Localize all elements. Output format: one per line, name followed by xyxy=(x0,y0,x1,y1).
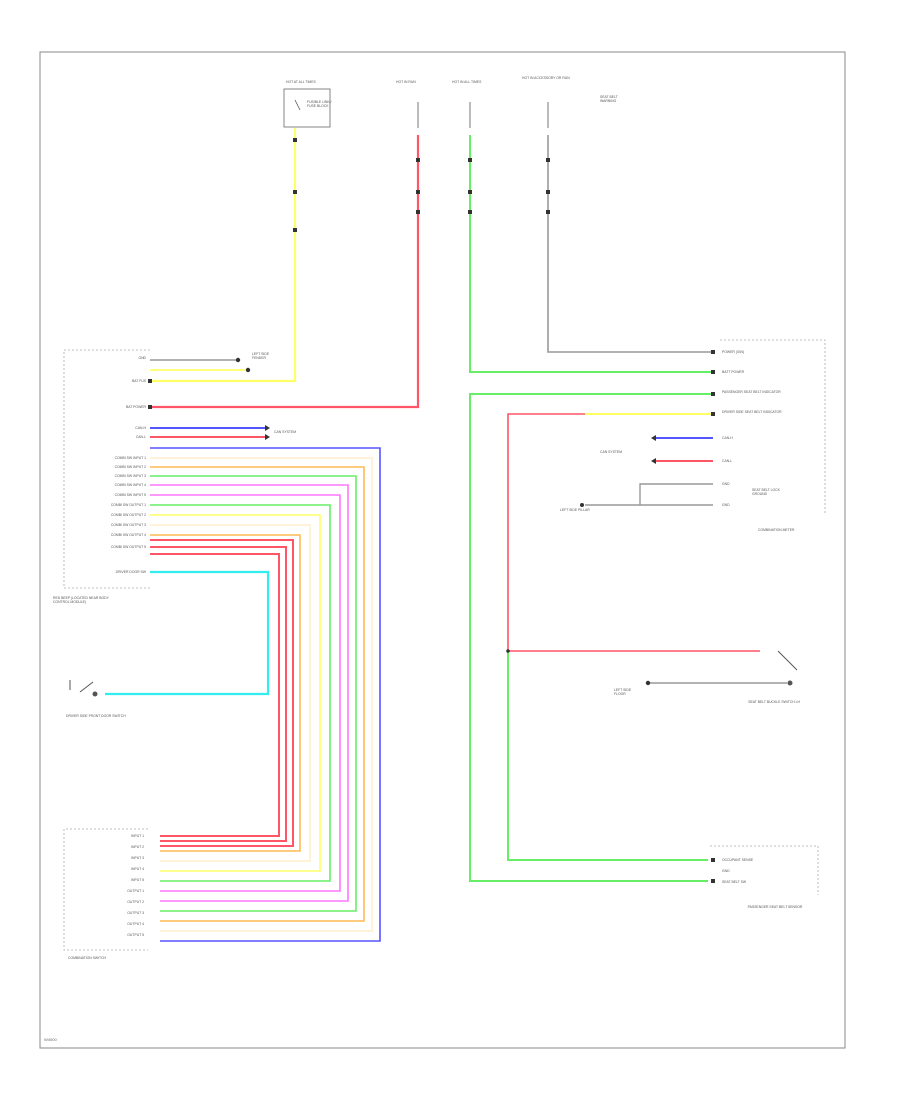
bcm-pin-label: COMBI SW INPUT 3 xyxy=(114,474,146,478)
bcm-can-label: CAN SYSTEM xyxy=(274,430,297,434)
meter-can-label: CAN SYSTEM xyxy=(600,450,623,454)
bcm-pin-label: CAN-L xyxy=(135,435,146,439)
sensor-pin-label: OCCUPANT SENSE xyxy=(722,858,754,862)
buckle-switch-symbol xyxy=(777,650,798,686)
meter-ground-label: SEAT BELT LOCK GROUND xyxy=(752,488,780,497)
combination-switch-title: COMBINATION SWITCH xyxy=(68,956,106,960)
bcm-pin-label: COMBI SW INPUT 1 xyxy=(114,456,146,460)
wire-red-run xyxy=(150,135,420,409)
combi-sw-pin-label: OUTPUT 2 xyxy=(127,900,144,904)
bcm-pin-label: COMBI SW INPUT 2 xyxy=(114,465,146,469)
buckle-switch-title: SEAT BELT BUCKLE SWITCH LH xyxy=(748,700,800,704)
combi-sw-pin-label: INPUT 1 xyxy=(131,834,144,838)
fuse-label-3: HOT IN ALL TIMES xyxy=(452,80,482,84)
sensor-pin-label: GND xyxy=(722,869,730,873)
door-switch-symbol xyxy=(69,680,98,697)
meter-pin-label: POWER (IGN) xyxy=(722,350,745,354)
wire-gray-acc xyxy=(547,135,713,353)
fuse-label-2: HOT IN RUN xyxy=(396,80,416,84)
fuse-switch-symbols xyxy=(294,99,549,128)
meter-pin-label: CAN-H xyxy=(722,436,733,440)
combination-switch-outline xyxy=(63,828,148,951)
combi-sw-pin-label: INPUT 2 xyxy=(131,845,144,849)
bcm-pin-label: COMBI SW OUTPUT 2 xyxy=(110,513,146,517)
fuse-block-box xyxy=(283,88,331,128)
combi-sw-pin-label: OUTPUT 3 xyxy=(127,911,144,915)
pin-dots xyxy=(148,350,715,883)
sensor-outline xyxy=(710,845,819,895)
sensor-pin-label: SEAT BELT SW xyxy=(722,880,747,884)
bcm-pin-label: GND xyxy=(138,356,146,360)
bcm-pin-label: COMBI SW OUTPUT 5 xyxy=(110,545,146,549)
fuse-label-1-body: FUSIBLE LINK / FUSE BLOCK xyxy=(307,100,332,109)
bcm-pin-label: DRIVER DOOR SW xyxy=(115,570,146,574)
wire-green-inner xyxy=(507,651,708,861)
bcm-pin-label: COMBI SW INPUT 5 xyxy=(114,493,146,497)
bcm-pin-label: COMBI SW INPUT 4 xyxy=(114,483,146,487)
combi-sw-pin-label: INPUT 3 xyxy=(131,856,144,860)
combi-sw-pin-label: INPUT 4 xyxy=(131,867,144,871)
bcm-pin-label: COMBI SW OUTPUT 4 xyxy=(110,533,146,537)
bcm-pin-label: BAT POWER xyxy=(125,405,146,409)
occupant-sensor-title: PASSENGER SEAT BELT SENSOR xyxy=(747,905,803,909)
ground-symbols xyxy=(235,357,651,686)
combination-meter-outline xyxy=(720,339,826,515)
diagram-border xyxy=(39,51,846,1049)
combi-sw-pin-label: OUTPUT 1 xyxy=(127,889,144,893)
combination-meter-title: COMBINATION METER xyxy=(758,528,795,532)
combi-sw-pin-label: OUTPUT 4 xyxy=(127,922,144,926)
bcm-pin-label: COMBI SW OUTPUT 1 xyxy=(110,503,146,507)
bcm-pin-label: BAT FUS xyxy=(131,379,146,383)
meter-pin-label: GND xyxy=(722,482,730,486)
wire-yellow-bat xyxy=(150,128,297,383)
fuse-label-4: HOT IN ACCESSORY OR RUN xyxy=(522,76,570,80)
fuse-label-5: SEAT BELT WARNING xyxy=(600,95,618,104)
wire-red-meter-buckle xyxy=(507,413,760,652)
wire-green-meter-sensor xyxy=(469,393,713,882)
wire-green-batt xyxy=(469,135,713,373)
combi-sw-pin-label: OUTPUT 5 xyxy=(127,933,144,937)
buckle-ground-point: LEFT SIDE FLOOR xyxy=(614,688,632,697)
diagram-footer-code: W4000 xyxy=(44,1037,57,1042)
wire-bundle-combi xyxy=(150,447,381,942)
bcm-note: RED BEEP (LOCATED NEAR BODY CONTROL MODU… xyxy=(53,596,109,605)
combi-sw-pin-label: INPUT 5 xyxy=(131,878,144,882)
bcm-pin-label: CAN-H xyxy=(135,426,146,430)
meter-pin-label: PASSENGER SEAT BELT INDICATOR xyxy=(722,390,781,394)
can-arrows xyxy=(265,425,656,464)
meter-pin-label: BATT POWER xyxy=(722,370,745,374)
meter-ground-point: LEFT SIDE PILLAR xyxy=(560,508,590,512)
bcm-pin-label: COMBI SW OUTPUT 3 xyxy=(110,523,146,527)
fuse-connectors xyxy=(293,138,550,232)
meter-pin-label: CAN-L xyxy=(722,459,733,463)
door-switch-title: DRIVER SIDE FRONT DOOR SWITCH xyxy=(66,714,126,718)
wire-cyan-door xyxy=(105,570,270,696)
meter-pin-label: GND xyxy=(722,503,730,507)
bcm-ground-label: LEFT SIDE FENDER xyxy=(252,352,270,361)
meter-pin-label: DRIVER SIDE SEAT BELT INDICATOR xyxy=(722,410,782,414)
wire-meter-gnd xyxy=(639,483,713,506)
fuse-label-1: HOT AT ALL TIMES xyxy=(286,80,316,84)
bcm-outline xyxy=(63,349,150,589)
